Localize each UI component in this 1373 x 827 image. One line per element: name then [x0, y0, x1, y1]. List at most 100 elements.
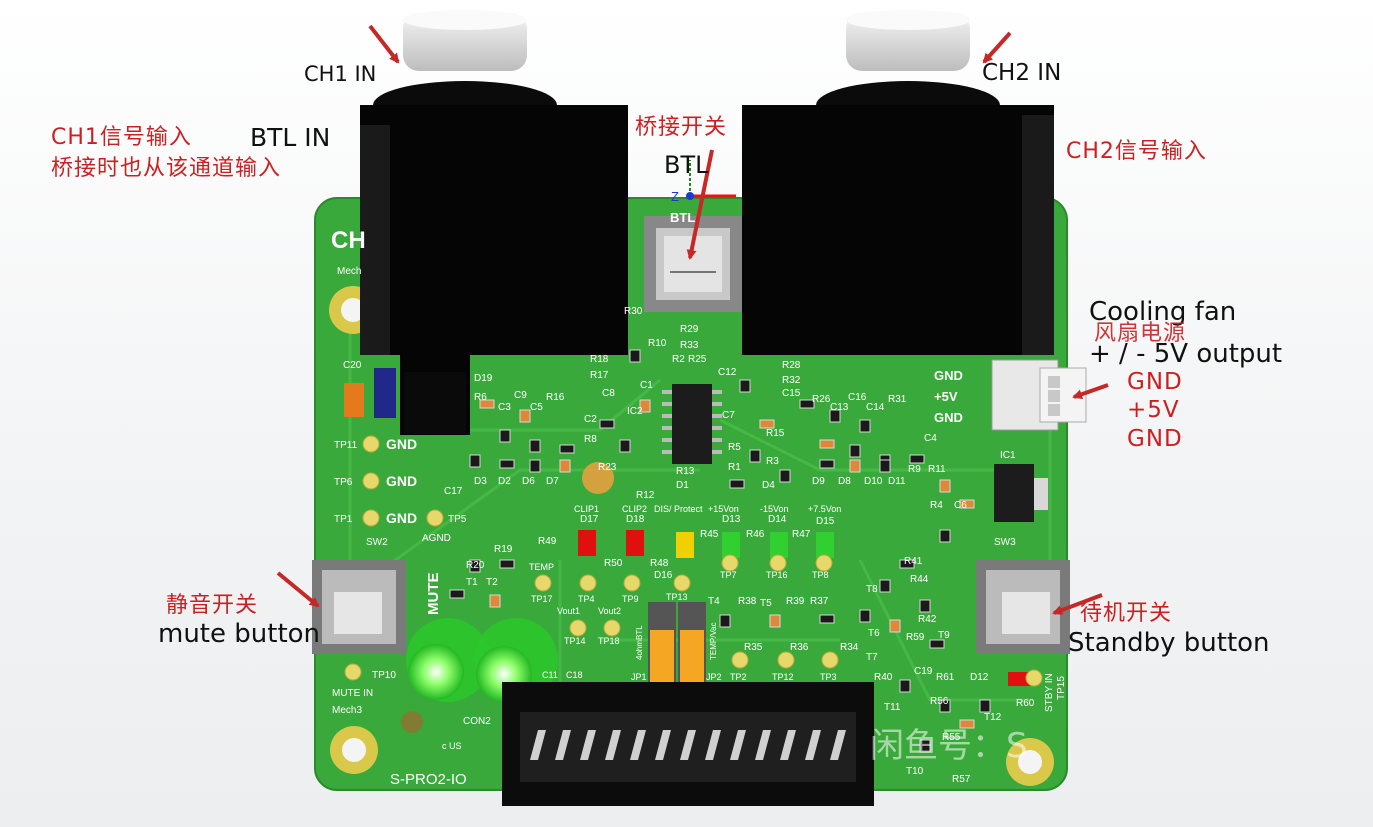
- smd-part: [909, 454, 925, 464]
- silk-jp2-label: TEMP/Vac: [709, 622, 718, 660]
- refdes-t7: T7: [866, 652, 878, 663]
- smd-part: [919, 599, 931, 613]
- silk-tp9: TP9: [622, 594, 639, 604]
- label-fan-output: + / - 5V output: [1089, 339, 1283, 369]
- silk-tp16: TP16: [766, 570, 788, 580]
- refdes-r29: R29: [680, 324, 699, 335]
- smd-part: [919, 739, 931, 753]
- smd-part: [929, 639, 945, 649]
- mute-switch[interactable]: [312, 560, 406, 654]
- ic1-regulator: [994, 464, 1034, 522]
- smd-part: [519, 409, 531, 423]
- silk-con2: CON2: [463, 716, 491, 727]
- smd-part: [469, 454, 481, 468]
- refdes-r39: R39: [786, 596, 805, 607]
- refdes-r46: R46: [746, 529, 765, 540]
- silk-m15von: -15Von: [760, 504, 789, 514]
- refdes-t6: T6: [868, 628, 880, 639]
- d19-diode: [374, 368, 396, 418]
- jumper-jp1[interactable]: [648, 602, 676, 692]
- test-pads: [344, 435, 1043, 687]
- smd-part: [849, 444, 861, 458]
- label-mute-cn: 静音开关: [166, 593, 259, 618]
- refdes-r6: R6: [474, 392, 487, 403]
- label-standby-cn: 待机开关: [1080, 601, 1173, 626]
- label-fan-en: Cooling fan: [1089, 297, 1237, 327]
- silk-gnd-3: GND: [386, 510, 417, 526]
- btl-switch[interactable]: [644, 216, 742, 312]
- smd-part: [559, 459, 571, 473]
- arrow-ch1-in: [368, 24, 400, 64]
- jumper-jp2[interactable]: [678, 602, 706, 692]
- arrow-ch2-in: [982, 31, 1012, 64]
- refdes-d6: D6: [522, 476, 535, 487]
- silk-ul: c US: [442, 741, 462, 751]
- label-ch2-cn: CH2信号输入: [1066, 139, 1207, 164]
- refdes-c14: C14: [866, 402, 885, 413]
- silk-tp18: TP18: [598, 636, 620, 646]
- refdes-d9: D9: [812, 476, 825, 487]
- con2-pin: [805, 730, 821, 760]
- label-fan-pin-3: GND: [1127, 426, 1183, 452]
- silk-stby-in: STBY IN: [1044, 673, 1055, 712]
- refdes-d18: D18: [626, 514, 645, 525]
- silk-clip2: CLIP2: [622, 504, 647, 514]
- silk-vout1: Vout1: [557, 606, 580, 616]
- silk-btl: BTL: [670, 210, 695, 225]
- smd-part: [799, 399, 815, 409]
- refdes-t1: T1: [466, 577, 478, 588]
- silk-gnd-2: GND: [386, 473, 417, 489]
- refdes-d14: D14: [768, 514, 787, 525]
- smd-part: [859, 419, 871, 433]
- ch2-xlr-connector: [742, 81, 1054, 355]
- smd-part: [959, 499, 975, 509]
- refdes-c9: C9: [514, 390, 527, 401]
- refdes-r20: R20: [466, 560, 485, 571]
- refdes-r23: R23: [598, 462, 617, 473]
- smd-part: [939, 479, 951, 493]
- con2-pin: [780, 730, 796, 760]
- silk-ch: CH: [331, 227, 366, 254]
- refdes-r33: R33: [680, 340, 699, 351]
- silk-c18: C18: [566, 670, 583, 680]
- silk-tp17: TP17: [531, 594, 553, 604]
- refdes-c13: C13: [830, 402, 849, 413]
- smd-part: [739, 379, 751, 393]
- silk-protect: DIS/ Protect: [654, 504, 703, 514]
- ic1-tab: [1034, 478, 1048, 510]
- status-leds: [578, 530, 1030, 686]
- label-ch2-in: CH2 IN: [982, 60, 1062, 86]
- standby-switch[interactable]: [976, 560, 1070, 654]
- refdes-r9: R9: [908, 464, 921, 475]
- smd-part: [979, 699, 991, 713]
- refdes-c8: C8: [602, 388, 615, 399]
- smd-part: [719, 614, 731, 628]
- refdes-r47: R47: [792, 529, 811, 540]
- silk-sw2: SW2: [366, 537, 388, 548]
- smd-part: [849, 459, 861, 473]
- silk-tp12: TP12: [772, 672, 794, 682]
- smd-part: [529, 439, 541, 453]
- refdes-r3: R3: [766, 456, 779, 467]
- refdes-r32: R32: [782, 375, 801, 386]
- label-ch1-in: CH1 IN: [304, 62, 377, 86]
- refdes-c19: C19: [914, 666, 933, 677]
- silk-fan-gnd-1: GND: [934, 368, 963, 383]
- refdes-r34: R34: [840, 642, 859, 653]
- silk-tp10: TP10: [372, 670, 396, 681]
- silk-temp: TEMP: [529, 562, 554, 572]
- silk-c20: C20: [343, 360, 362, 371]
- refdes-r2: R2: [672, 354, 685, 365]
- led-protect: [676, 532, 694, 558]
- refdes-r50: R50: [604, 558, 623, 569]
- arrow-standby: [1052, 593, 1103, 615]
- silk-c11: C11: [542, 670, 558, 680]
- silk-tp15: TP15: [1056, 676, 1067, 700]
- refdes-c17: C17: [444, 486, 463, 497]
- arrow-fan: [1072, 383, 1109, 400]
- refdes-c3: C3: [498, 402, 511, 413]
- refdes-r18: R18: [590, 354, 609, 365]
- refdes-c16: C16: [848, 392, 867, 403]
- ch1-knob: [403, 10, 527, 71]
- refdes-t4: T4: [708, 596, 720, 607]
